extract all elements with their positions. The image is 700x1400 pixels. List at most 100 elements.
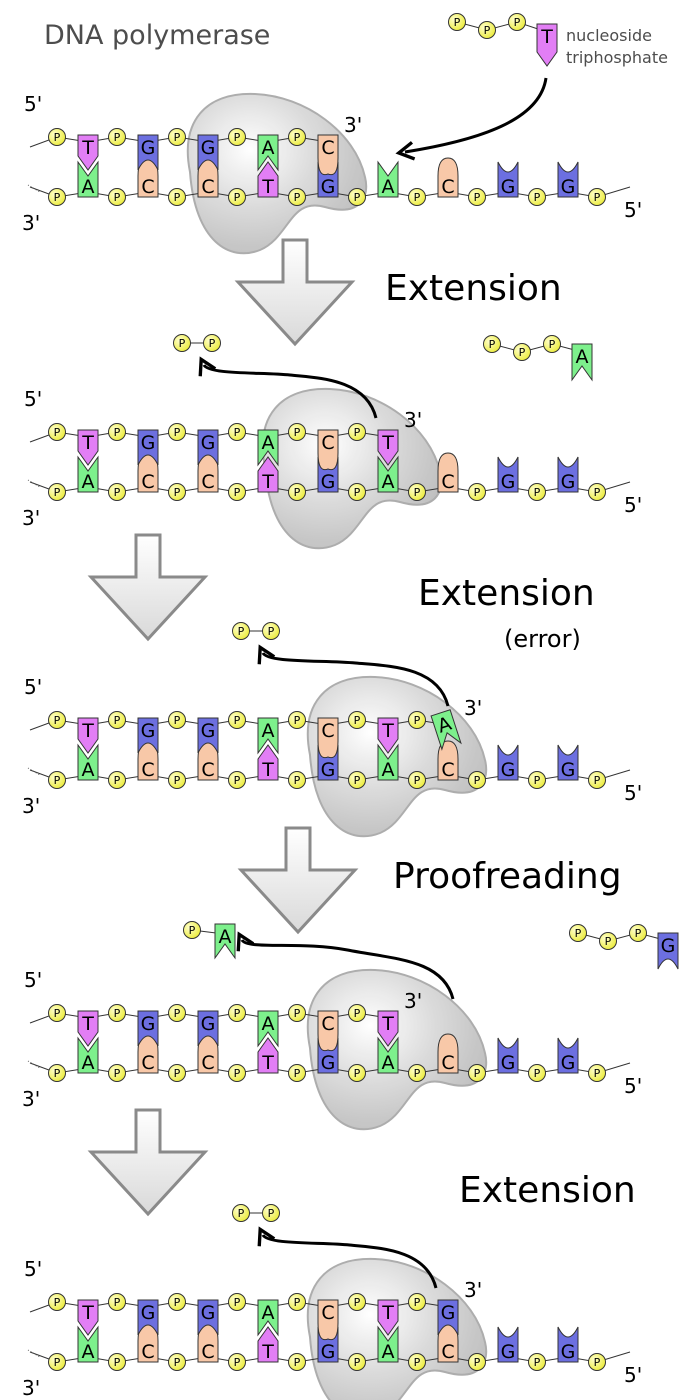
nucleotide-shape [77, 455, 99, 493]
nucleotide-letter: A [82, 1052, 95, 1074]
phosphate-circle [108, 1293, 126, 1311]
nucleotide-C: C [317, 134, 339, 176]
phosphate-circle [483, 335, 501, 353]
phosphate: P [168, 1293, 186, 1311]
phosphate: P [588, 1353, 606, 1371]
nucleotide-shape [137, 1010, 159, 1047]
nucleotide-A: A [77, 1325, 99, 1363]
nucleotide-A: A [377, 1325, 399, 1363]
phosphate-circle [408, 483, 426, 501]
three-prime-label-bottom: 3' [22, 211, 40, 235]
phosphate-label: P [635, 927, 642, 940]
phosphate-label: P [594, 191, 601, 204]
phosphate-label: P [174, 131, 181, 144]
phosphate: P [288, 188, 306, 206]
nucleotide-G: G [497, 1037, 519, 1074]
phosphate: P [262, 1204, 280, 1222]
phosphate: P [168, 1004, 186, 1022]
nucleotide-T: T [257, 1037, 279, 1074]
release-arrow-icon [198, 356, 378, 419]
phosphate-label: P [54, 191, 61, 204]
step-label: Extension [459, 1170, 636, 1211]
nucleotide-letter: G [501, 176, 516, 198]
phosphate-circle [108, 128, 126, 146]
nucleotide-letter: C [321, 137, 334, 159]
phosphate-circle [348, 771, 366, 789]
nucleotide-A: A [257, 1010, 279, 1048]
nucleotide-letter: A [382, 1341, 395, 1363]
phosphate-circle [288, 1293, 306, 1311]
phosphate-label: P [594, 1067, 601, 1080]
nucleotide-C: C [137, 157, 159, 198]
nucleotide-C: C [317, 429, 339, 471]
phosphate-label: P [294, 131, 301, 144]
nucleotide-A: A [77, 160, 99, 198]
nucleotide-A: A [377, 1036, 399, 1074]
phosphate-circle [168, 423, 186, 441]
nucleotide-letter: A [576, 346, 589, 368]
phosphate: P [569, 924, 587, 942]
nucleotide-shape [557, 744, 579, 781]
nucleotide-letter: C [201, 759, 214, 781]
phosphate-label: P [354, 1007, 361, 1020]
phosphate-circle [508, 13, 526, 31]
nucleotide-shape [137, 429, 159, 466]
phosphate-circle [228, 128, 246, 146]
phosphate-label: P [484, 24, 491, 37]
nucleotide-letter: T [261, 471, 274, 493]
nucleotide-G: G [437, 1299, 459, 1336]
nucleotide-C: C [437, 740, 459, 781]
phosphate-label: P [174, 191, 181, 204]
five-prime-label-bottom: 5' [624, 781, 642, 805]
nucleotide-shape [557, 161, 579, 198]
nucleotide-A: A [257, 717, 279, 755]
phosphate: P [108, 423, 126, 441]
phosphate: P [508, 13, 526, 31]
phosphate-label: P [294, 191, 301, 204]
incorporation-arrow-icon [395, 77, 548, 161]
phosphate-circle [228, 771, 246, 789]
phosphate: P [543, 335, 561, 353]
phosphate: P [183, 921, 201, 939]
step-label: Extension [385, 268, 562, 309]
phosphate: P [408, 711, 426, 729]
nucleotide-C: C [197, 1033, 219, 1074]
nucleotide-A: A [77, 1036, 99, 1074]
nucleotide-letter: T [381, 1013, 394, 1035]
nucleotide-G: G [137, 429, 159, 466]
phosphate-circle [408, 1293, 426, 1311]
phosphate: P [468, 771, 486, 789]
phosphate: P [288, 128, 306, 146]
five-prime-label-top: 5' [24, 92, 42, 116]
phosphate: P [468, 1064, 486, 1082]
nucleotide-letter: A [262, 137, 275, 159]
nucleotide-shape [257, 429, 279, 467]
nucleotide-letter: T [81, 137, 94, 159]
phosphate: P [228, 771, 246, 789]
phosphate-label: P [234, 1356, 241, 1369]
nucleotide-letter: T [81, 432, 94, 454]
phosphate: P [228, 483, 246, 501]
phosphate-circle [408, 711, 426, 729]
phosphate: P [48, 1353, 66, 1371]
nucleotide-shape [430, 709, 462, 751]
phosphate-label: P [234, 426, 241, 439]
phosphate-label: P [174, 1067, 181, 1080]
phosphate: P [288, 771, 306, 789]
phosphate-label: P [414, 1296, 421, 1309]
nucleotide-shape [657, 932, 679, 970]
phosphate-label: P [489, 338, 496, 351]
nucleotide-letter: C [141, 759, 154, 781]
phosphate-circle [408, 188, 426, 206]
phosphate-circle [183, 921, 201, 939]
phosphate-label: P [454, 16, 461, 29]
nucleotide-letter: T [381, 432, 394, 454]
phosphate-label: P [414, 1067, 421, 1080]
phosphate-label: P [474, 774, 481, 787]
flow-arrow-icon [234, 238, 356, 347]
phosphate: P [408, 188, 426, 206]
phosphate-label: P [514, 16, 521, 29]
phosphate-circle [232, 622, 250, 640]
phosphate-circle [168, 188, 186, 206]
